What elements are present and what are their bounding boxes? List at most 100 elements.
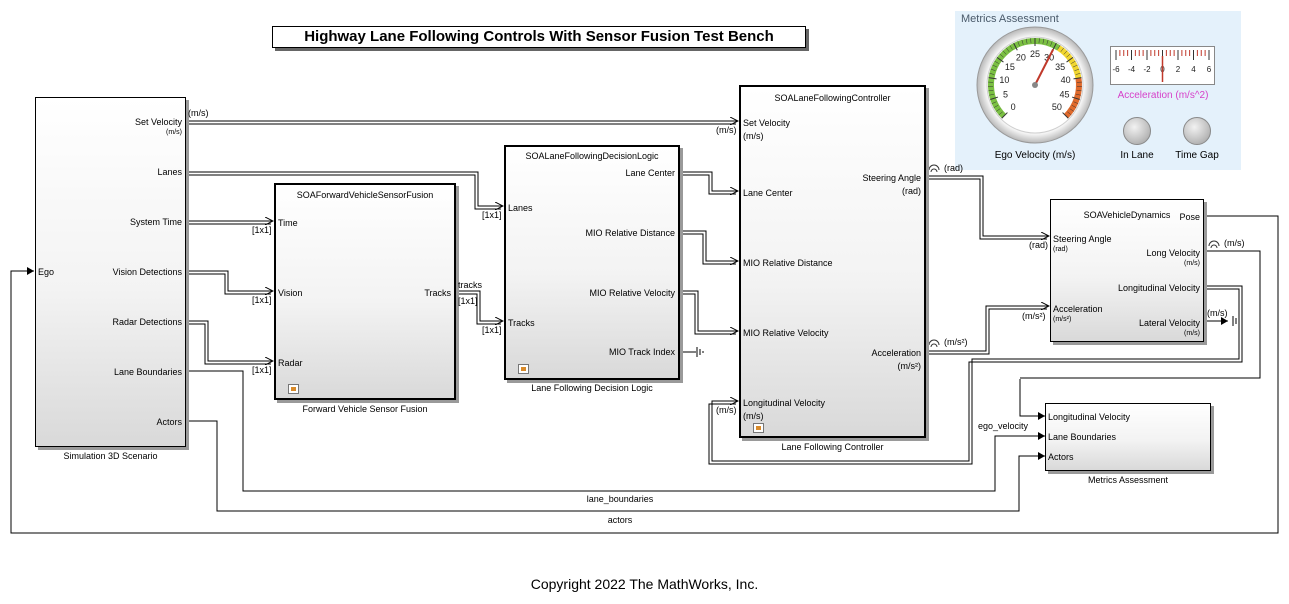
metrics-assessment-block[interactable]: Longitudinal Velocity Lane Boundaries Ac… xyxy=(1045,403,1211,471)
gauge-tick xyxy=(1072,64,1078,68)
port-longitudinal-velocity: Longitudinal Velocity xyxy=(1117,283,1200,293)
port-set-velocity: Set Velocity xyxy=(134,117,182,127)
gauge-tick xyxy=(1050,41,1053,47)
gauge-tick xyxy=(994,60,999,64)
gauge-tick-label: 45 xyxy=(1059,90,1069,100)
gauge-tick-label: 15 xyxy=(1005,62,1015,72)
lane-following-controller-label: Lane Following Controller xyxy=(781,442,884,452)
gauge-tick xyxy=(1009,45,1013,50)
signal-rad-steering-in: (rad) xyxy=(1029,240,1049,250)
wire-lane-boundaries[interactable] xyxy=(186,370,1045,492)
port-radar-detections: Radar Detections xyxy=(112,317,182,327)
time-gap-lamp[interactable] xyxy=(1183,117,1211,145)
wire-radar[interactable] xyxy=(186,320,273,361)
gauge-tick xyxy=(1017,41,1020,47)
terminator-mio-index xyxy=(696,347,704,357)
lane-following-controller-block[interactable]: SOALaneFollowingController Set Velocity … xyxy=(739,85,926,438)
gauge-tick-label: 25 xyxy=(1030,49,1040,59)
model-reference-icon xyxy=(753,423,764,433)
gauge-tick xyxy=(1042,38,1045,44)
wire-long-velocity[interactable] xyxy=(711,285,1243,462)
port-radar: Radar xyxy=(278,358,303,368)
vehicle-dynamics-block[interactable]: SOAVehicleDynamics Steering Angle (rad) … xyxy=(1050,199,1204,342)
gauge-tick xyxy=(1052,42,1057,51)
accel-tick-label: 4 xyxy=(1191,65,1196,74)
wire-tracks[interactable] xyxy=(456,290,503,321)
gauge-tick xyxy=(991,101,997,104)
gauge-tick xyxy=(1005,47,1010,52)
port-longitudinal-velocity-metrics: Longitudinal Velocity xyxy=(1048,412,1131,422)
port-vision: Vision xyxy=(278,288,303,298)
vehicle-dynamics-title: SOAVehicleDynamics xyxy=(1083,210,1171,220)
gauge-tick xyxy=(1046,39,1049,45)
wire-pose[interactable] xyxy=(10,215,1279,534)
in-lane-lamp[interactable] xyxy=(1123,117,1151,145)
wire-ego-velocity[interactable] xyxy=(1019,379,1045,420)
signal-dim-tracks-in: [1x1] xyxy=(482,325,502,335)
wire-lanes[interactable] xyxy=(186,171,503,206)
gauge-tick xyxy=(1001,112,1008,119)
signal-rad-steering: (rad) xyxy=(944,163,964,173)
ego-velocity-gauge[interactable]: 05101520253035404550 xyxy=(975,25,1095,145)
gauge-tick xyxy=(1076,90,1082,92)
acceleration-meter[interactable]: -6-4-20246 xyxy=(1110,46,1216,86)
ego-velocity-gauge-label: Ego Velocity (m/s) xyxy=(994,150,1076,161)
gauge-tick xyxy=(990,68,996,72)
port-acceleration-in-unit: (m/s²) xyxy=(1053,316,1072,323)
port-longitudinal-velocity-in-unit: (m/s) xyxy=(743,411,764,421)
gauge-tick xyxy=(1071,60,1076,64)
forward-vehicle-sensor-fusion-block[interactable]: SOAForwardVehicleSensorFusion Time Visio… xyxy=(274,183,456,400)
gauge-tick xyxy=(988,90,994,92)
simulation-3d-scenario-block[interactable]: Ego Set Velocity (m/s) Lanes System Time… xyxy=(35,97,186,447)
signal-unit-set-velocity: (m/s) xyxy=(188,108,209,118)
port-steering-in: Steering Angle xyxy=(1053,234,1112,244)
gauge-tick xyxy=(996,56,1004,63)
wire-vision[interactable] xyxy=(186,270,273,291)
gauge-tick xyxy=(1069,108,1075,112)
gauge-tick xyxy=(1073,101,1079,104)
signal-accel-unit-in: (m/s²) xyxy=(1022,311,1046,321)
gauge-tick-label: 50 xyxy=(1052,102,1062,112)
port-time: Time xyxy=(278,218,298,228)
port-lanes: Lanes xyxy=(157,167,182,177)
signal-dim-tracks-out: [1x1] xyxy=(458,296,478,306)
test-point-accel xyxy=(928,339,940,348)
gauge-tick xyxy=(1067,111,1072,116)
lane-following-decision-logic-block[interactable]: SOALaneFollowingDecisionLogic Lanes Trac… xyxy=(504,145,680,380)
metrics-assessment-label: Metrics Assessment xyxy=(1087,475,1169,485)
test-point-steering xyxy=(928,164,940,173)
gauge-tick-label: 20 xyxy=(1016,52,1026,62)
controller-ref-name: SOALaneFollowingController xyxy=(774,93,891,103)
wire-mio-distance[interactable] xyxy=(680,230,738,261)
port-mio-distance-in: MIO Relative Distance xyxy=(743,258,833,268)
in-lane-label: In Lane xyxy=(1120,150,1154,161)
port-lateral-velocity-unit: (m/s) xyxy=(1184,330,1200,337)
gauge-tick xyxy=(1074,68,1080,72)
gauge-tick-label: 5 xyxy=(1003,90,1008,100)
port-set-velocity-in-unit: (m/s) xyxy=(743,131,764,141)
wire-mio-velocity[interactable] xyxy=(680,290,738,331)
decision-ref-name: SOALaneFollowingDecisionLogic xyxy=(525,151,659,161)
wire-accel[interactable] xyxy=(926,306,1049,352)
port-actors: Actors xyxy=(156,417,182,427)
port-set-velocity-in: Set Velocity xyxy=(743,118,791,128)
wire-lane-center[interactable] xyxy=(680,171,738,191)
gauge-tick xyxy=(1062,112,1069,119)
fusion-ref-name: SOAForwardVehicleSensorFusion xyxy=(296,190,434,200)
wire-actors[interactable] xyxy=(186,420,1045,512)
gauge-tick xyxy=(1073,77,1082,80)
gauge-band xyxy=(1056,45,1082,79)
gauge-tick xyxy=(989,93,995,96)
wire-steering[interactable] xyxy=(926,175,1049,236)
gauge-tick xyxy=(1021,39,1024,45)
gauge-tick xyxy=(1013,42,1018,51)
forward-vehicle-sensor-fusion-label: Forward Vehicle Sensor Fusion xyxy=(302,404,428,414)
signal-dim-lanes: [1x1] xyxy=(482,210,502,220)
metrics-dashboard-panel: Metrics Assessment 05101520253035404550 … xyxy=(955,11,1241,170)
terminator-lateral xyxy=(1232,316,1240,326)
port-steering-angle-unit: (rad) xyxy=(901,186,921,196)
accel-tick-label: -6 xyxy=(1112,65,1120,74)
signal-ego-velocity: ego_velocity xyxy=(978,421,1029,431)
signal-dim-radar: [1x1] xyxy=(252,365,272,375)
